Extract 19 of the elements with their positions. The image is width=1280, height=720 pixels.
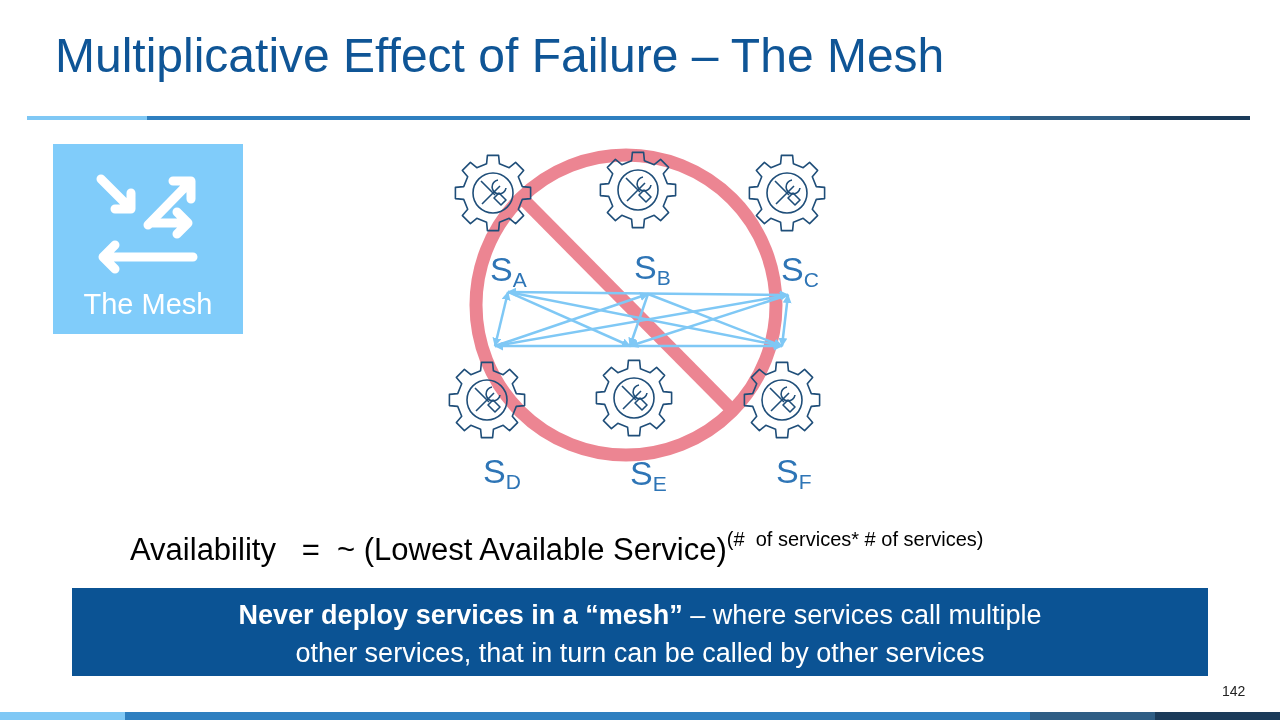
arrow (507, 290, 631, 348)
service-label: S$_{B}$ (634, 248, 671, 291)
arrow (778, 294, 792, 347)
service-label: S$_{E}$ (630, 454, 667, 497)
slide-title: Multiplicative Effect of Failure – The Mesh (55, 28, 945, 83)
service-label: S$_{F}$ (776, 452, 812, 495)
service-label: S$_{A}$ (490, 250, 527, 293)
service-label: S$_{D}$ (483, 452, 521, 495)
banner (72, 588, 1208, 676)
arrow (629, 293, 789, 348)
mesh-card (53, 144, 243, 334)
formula-text: Availability = ~ (Lowest Available Service)$^{(# of services* # of services)}$ (130, 528, 984, 568)
banner-text: Never deploy services in a “mesh” – where services call multiple other services, that in turn can be called by other services (237, 599, 1043, 670)
service-label: S$_{C}$ (781, 250, 819, 293)
arrow (492, 291, 511, 347)
arrow (647, 292, 783, 348)
arrow (628, 293, 650, 347)
card-title: The Mesh (82, 288, 214, 321)
page-number: 142 (1222, 683, 1246, 699)
